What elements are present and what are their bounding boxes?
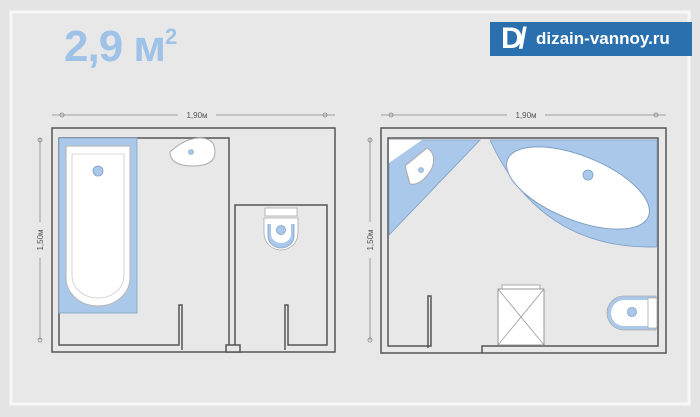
width-label-left: 1,90м	[186, 111, 207, 120]
height-label-left: 1,50м	[36, 229, 45, 250]
logo-mark: D/	[490, 22, 534, 56]
area-title: 2,9 м2	[64, 22, 177, 72]
height-label-right: 1,50м	[366, 229, 375, 250]
drain-icon	[92, 165, 104, 177]
area-superscript: 2	[164, 24, 177, 49]
area-value: 2,9 м	[64, 22, 166, 71]
sink	[404, 147, 435, 185]
width-label-right: 1,90м	[515, 111, 536, 120]
plan-right	[365, 110, 667, 354]
drain-icon	[582, 169, 594, 181]
toilet	[264, 207, 298, 217]
plan-left	[35, 110, 336, 353]
site-logo[interactable]: D/ dizain-vannoy.ru	[490, 22, 692, 56]
logo-text: dizain-vannoy.ru	[536, 29, 670, 48]
